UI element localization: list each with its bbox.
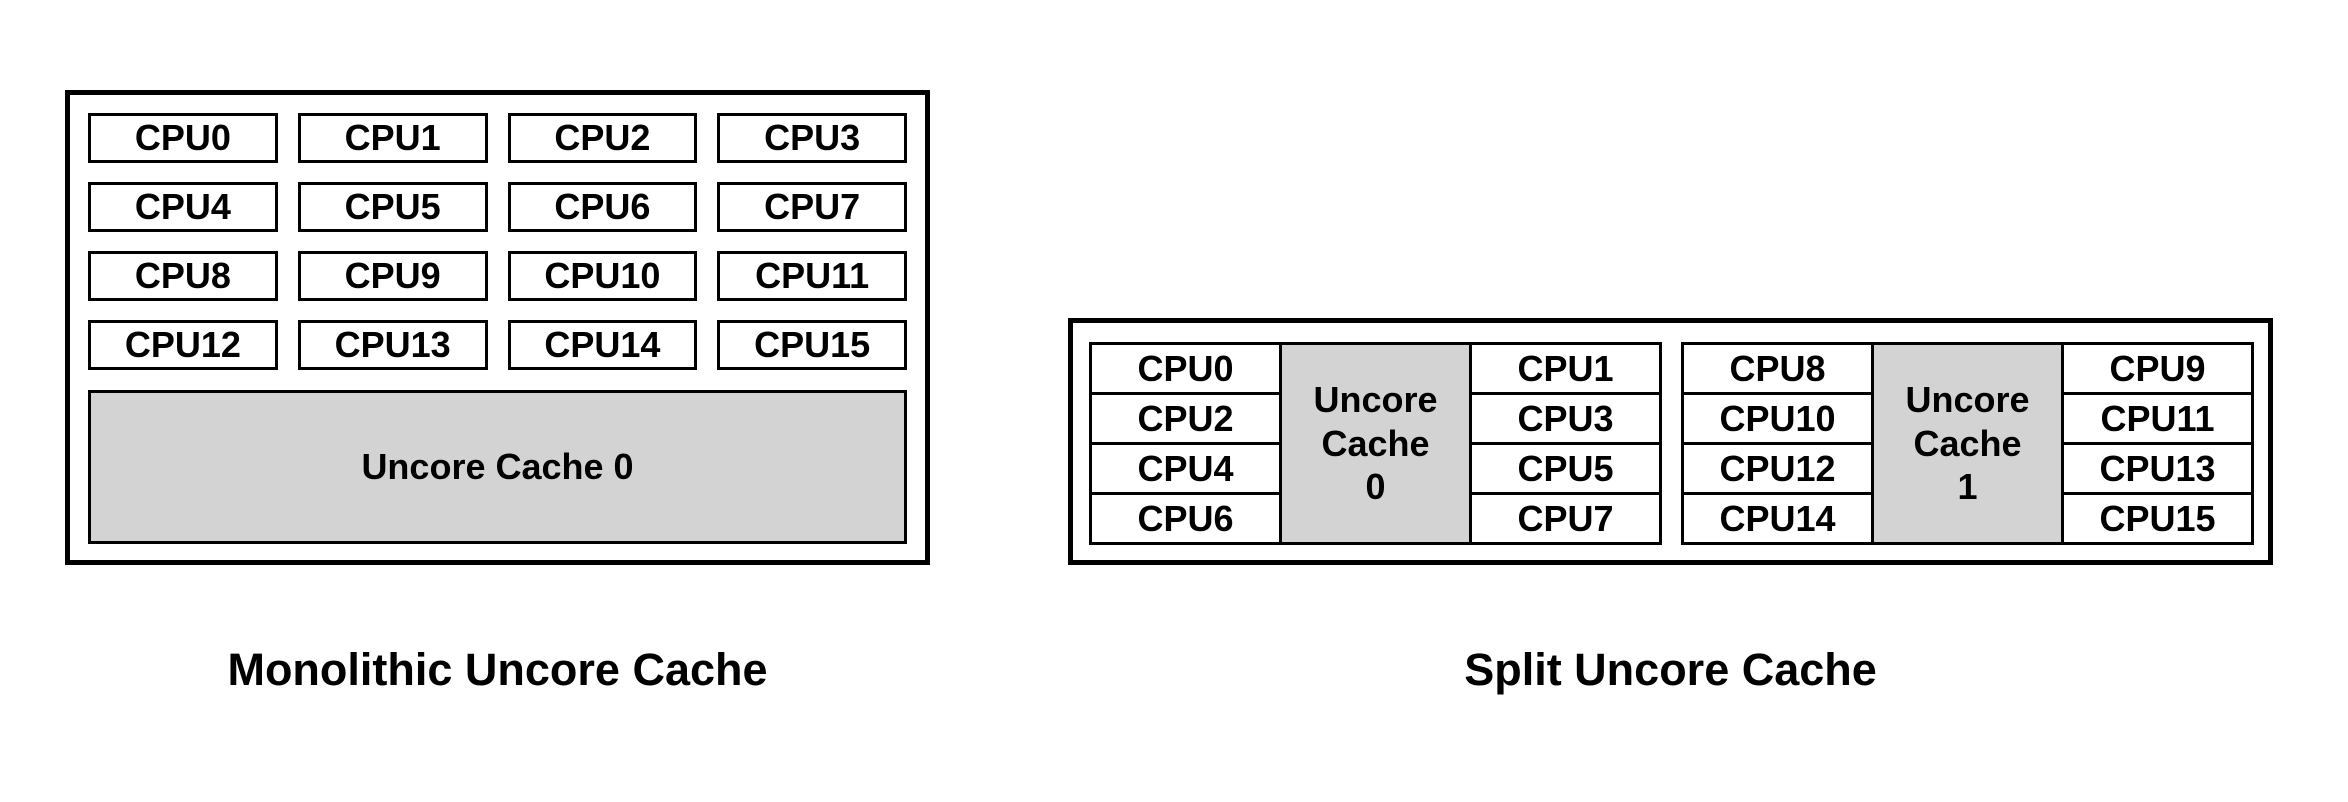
monolithic-caption: Monolithic Uncore Cache (227, 644, 768, 695)
split-caption: Split Uncore Cache (1464, 644, 1877, 695)
cpu-box: CPU6 (507, 182, 698, 232)
cpu-cell: CPU12 (1684, 445, 1871, 492)
cpu-box: CPU8 (88, 251, 278, 301)
cpu-box: CPU2 (507, 113, 698, 163)
cpu-cell: CPU1 (1472, 345, 1659, 392)
cpu-box: CPU5 (297, 182, 488, 232)
cpu-box: CPU14 (507, 320, 698, 370)
cpu-cell: CPU0 (1092, 345, 1279, 392)
cpu-cell: CPU8 (1684, 345, 1871, 392)
cpu-box: CPU0 (88, 113, 278, 163)
cpu-cell: CPU14 (1684, 495, 1871, 542)
split-group-0: CPU0 CPU2 CPU4 CPU6 Uncore Cache 0 CPU1 … (1089, 342, 1662, 545)
uncore-cache-0-box: Uncore Cache 0 (88, 390, 907, 544)
cpu-box: CPU9 (297, 251, 488, 301)
cpu-cell: CPU11 (2064, 395, 2251, 442)
cpu-box: CPU11 (717, 251, 907, 301)
cpu-box: CPU3 (717, 113, 907, 163)
split-group-1: CPU8 CPU10 CPU12 CPU14 Uncore Cache 1 CP… (1681, 342, 2254, 545)
cpu-cell: CPU3 (1472, 395, 1659, 442)
cpu-box: CPU15 (717, 320, 907, 370)
cpu-cell: CPU9 (2064, 345, 2251, 392)
cpu-cell: CPU6 (1092, 495, 1279, 542)
cpu-cell: CPU5 (1472, 445, 1659, 492)
cpu-cell: CPU2 (1092, 395, 1279, 442)
cpu-box: CPU13 (297, 320, 488, 370)
cpu-cell: CPU10 (1684, 395, 1871, 442)
split-package-box: CPU0 CPU2 CPU4 CPU6 Uncore Cache 0 CPU1 … (1068, 318, 2273, 565)
cpu-box: CPU4 (88, 182, 278, 232)
cpu-cell: CPU4 (1092, 445, 1279, 492)
monolithic-package-box: CPU0 CPU1 CPU2 CPU3 CPU4 CPU5 CPU6 CPU7 … (65, 90, 930, 565)
cpu-box: CPU10 (507, 251, 698, 301)
cpu-cell: CPU7 (1472, 495, 1659, 542)
uncore-cache-1-cell: Uncore Cache 1 (1874, 345, 2061, 542)
cpu-box: CPU12 (88, 320, 278, 370)
monolithic-cpu-grid: CPU0 CPU1 CPU2 CPU3 CPU4 CPU5 CPU6 CPU7 … (88, 113, 907, 370)
cpu-box: CPU1 (297, 113, 488, 163)
cpu-box: CPU7 (717, 182, 907, 232)
cpu-cell: CPU15 (2064, 495, 2251, 542)
cpu-cell: CPU13 (2064, 445, 2251, 492)
uncore-cache-0-cell: Uncore Cache 0 (1282, 345, 1469, 542)
